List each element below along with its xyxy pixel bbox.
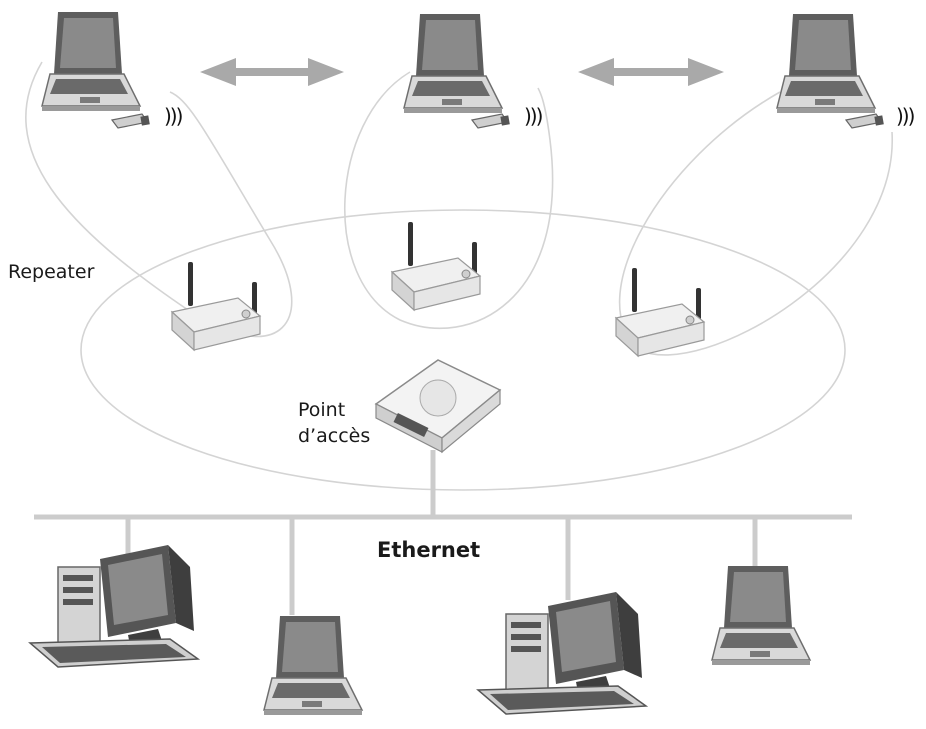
arrow-right-pair [578,58,724,86]
wifi-card-icon [111,113,151,129]
ethernet-lines [34,450,852,615]
wireless-laptop-1 [41,11,141,112]
repeater-device-center [391,221,481,311]
access-point-label-line1: Point [298,399,346,421]
desktop-pc-1 [29,544,199,668]
wired-laptop-2 [711,565,811,666]
repeater-left-link-curve [25,61,293,338]
wifi-card-icon [845,113,885,129]
wifi-card-icon [471,113,511,129]
wifi-waves-icon: ))) [164,104,183,128]
access-point-coverage-ellipse [80,209,846,491]
wifi-waves-icon: ))) [896,104,915,128]
repeater-device-right [615,267,705,357]
access-point-device [374,359,502,454]
wireless-laptop-3 [776,13,876,114]
wired-laptop-1 [263,615,363,716]
wireless-laptop-2 [403,13,503,114]
repeater-device-left [171,261,261,351]
ethernet-label: Ethernet [377,538,481,562]
access-point-label-line2: d’accès [298,425,371,447]
wifi-waves-icon: ))) [524,104,543,128]
repeater-center-link-curve [343,71,554,329]
arrow-left-pair [200,58,344,86]
repeater-label: Repeater [8,261,95,283]
desktop-pc-2 [477,591,647,715]
